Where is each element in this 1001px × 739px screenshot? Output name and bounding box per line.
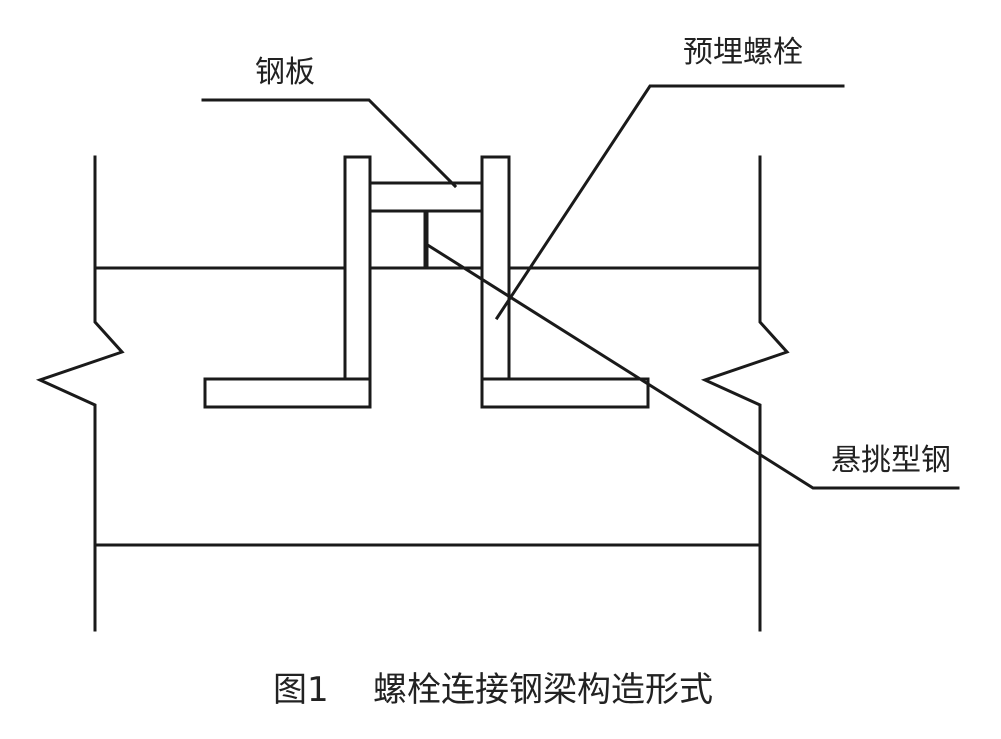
- left-vertical-steel: [343, 155, 372, 383]
- slab-left-edge-with-break: [35, 155, 125, 632]
- steel-plate: [368, 181, 484, 213]
- embedded-bolt-leader: [494, 84, 845, 321]
- left-bottom-flange: [203, 377, 372, 409]
- steel-plate-label: 钢板: [255, 55, 315, 90]
- slab-right-edge-with-break: [700, 155, 790, 632]
- figure-number: 图1: [273, 670, 329, 710]
- right-vertical-steel: [480, 155, 511, 383]
- cantilever-steel-label: 悬挑型钢: [831, 443, 951, 478]
- embedded-bolt-label: 预埋螺栓: [683, 35, 803, 70]
- concrete-slab: [35, 155, 790, 632]
- figure-title: 螺栓连接钢梁构造形式: [373, 670, 713, 710]
- right-bottom-flange: [480, 377, 650, 409]
- steel-plate-leader: [201, 98, 458, 189]
- leader-lines: [201, 84, 960, 490]
- steel-members: [203, 155, 650, 409]
- cantilever-steel-leader: [423, 241, 960, 490]
